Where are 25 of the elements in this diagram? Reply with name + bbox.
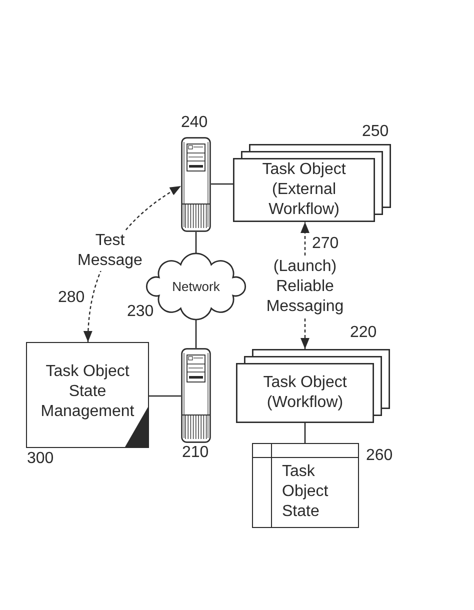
process-box bbox=[26, 342, 149, 448]
connector-line bbox=[149, 395, 181, 397]
reference-number: 270 bbox=[312, 235, 339, 253]
reference-number: 250 bbox=[362, 123, 389, 141]
connector-line bbox=[211, 183, 233, 185]
node-label: Task Object State bbox=[282, 462, 330, 522]
connector-line bbox=[195, 320, 197, 348]
server-icon bbox=[181, 348, 211, 443]
connector-line bbox=[195, 232, 197, 253]
node-label: Network bbox=[172, 278, 220, 294]
reference-number: 240 bbox=[181, 114, 208, 132]
reference-number: 210 bbox=[182, 444, 209, 462]
reference-number: 220 bbox=[350, 324, 377, 342]
reference-number: 230 bbox=[127, 303, 154, 321]
reference-number: 260 bbox=[366, 447, 393, 465]
data-store-box bbox=[252, 443, 359, 528]
node-label: Task Object (Workflow) bbox=[262, 373, 348, 413]
stacked-document-box bbox=[236, 349, 390, 423]
reference-number: 300 bbox=[27, 450, 54, 468]
node-label: Task Object (External Workflow) bbox=[261, 160, 347, 220]
node-label: Task Object State Management bbox=[40, 362, 136, 422]
server-icon bbox=[181, 137, 211, 232]
reference-number: 280 bbox=[58, 289, 85, 307]
connector-line bbox=[304, 423, 306, 443]
stacked-document-box bbox=[233, 144, 391, 222]
